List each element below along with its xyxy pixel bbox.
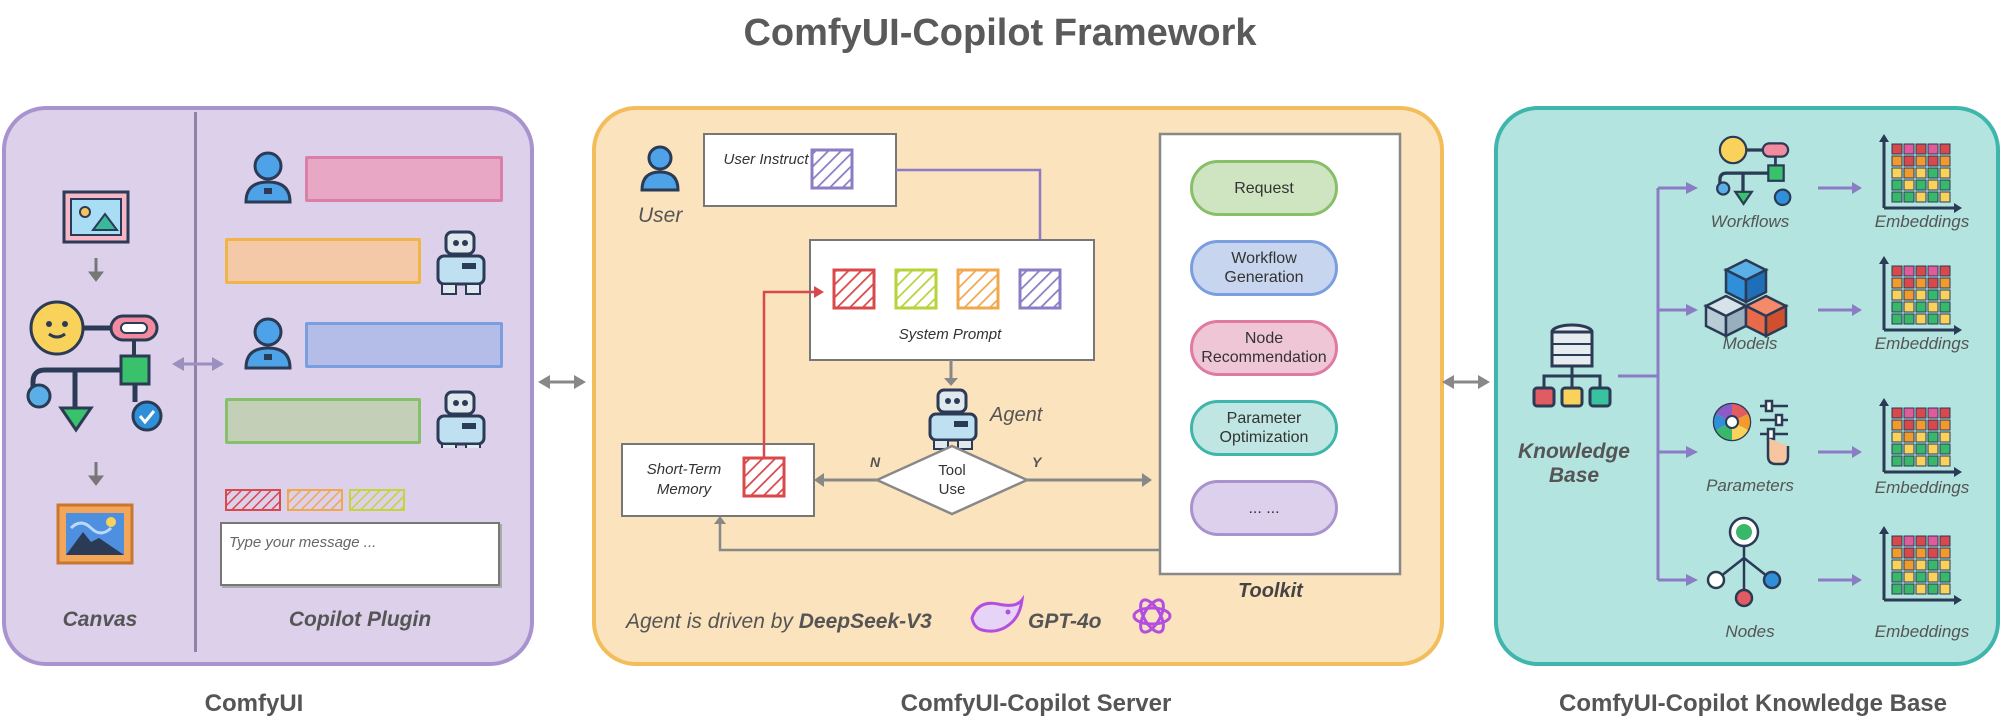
user-icon (244, 317, 292, 370)
branch-no-label: N (870, 454, 881, 470)
chat-avatars (244, 151, 486, 448)
server-caption: ComfyUI-Copilot Server (900, 690, 1172, 717)
embeddings-label: Embeddings (1874, 334, 1970, 353)
robot-icon (436, 230, 486, 295)
canvas-column-graphics (26, 190, 163, 565)
chat-attachment-swatches (225, 489, 405, 511)
database-icon (1532, 323, 1612, 408)
knowledge-base-caption: ComfyUI-Copilot Knowledge Base (1558, 690, 1948, 717)
knowledge-base-graphics (1532, 132, 1964, 608)
copilot-message-bubble (225, 238, 421, 284)
robot-icon (928, 388, 978, 450)
agent-driven-by-text: Agent is driven by DeepSeek-V3 (626, 610, 932, 634)
embeddings-icon (1877, 396, 1964, 479)
cubes-icon (1703, 258, 1789, 339)
openai-logo-icon (1132, 598, 1172, 634)
source-label-workflows: Workflows (1710, 212, 1790, 231)
tool-use-label: Tool Use (938, 462, 966, 498)
server-user-label: User (638, 204, 683, 227)
toolkit-label: Toolkit (1238, 580, 1303, 602)
workflow-graph-icon (26, 300, 163, 433)
copilot-plugin-label: Copilot Plugin (288, 608, 432, 631)
knowledge-base-label: Knowledge Base (1517, 440, 1630, 487)
system-prompt-label: System Prompt (898, 326, 1002, 343)
painting-icon (56, 503, 134, 565)
toolkit-item-label: Request (1234, 179, 1294, 197)
agent-label: Agent (990, 404, 1043, 426)
toolkit-item-label: ... ... (1248, 499, 1280, 517)
user-message-bubble (305, 156, 503, 202)
toolkit-item-request: Request (1190, 160, 1338, 216)
branch-yes-label: Y (1032, 454, 1042, 470)
arrow-down-icon (87, 258, 105, 282)
embeddings-icon (1877, 524, 1964, 607)
arrow-down-icon (87, 462, 105, 486)
comfyui-caption: ComfyUI (204, 690, 304, 717)
embeddings-icon (1877, 132, 1964, 215)
message-input-placeholder: Type your message ... (229, 534, 377, 551)
framework-title: ComfyUI-Copilot Framework (743, 12, 1257, 54)
driven-prefix: Agent is driven by (626, 610, 799, 633)
short-term-memory-label: Short-Term Memory (646, 461, 722, 498)
robot-icon (436, 390, 486, 448)
user-icon (244, 151, 292, 204)
bidirectional-arrow-icon (538, 375, 586, 389)
bidirectional-arrow-icon (1442, 375, 1490, 389)
toolkit-item-label: Workflow Generation (1224, 250, 1304, 286)
workflow-graph-icon (1716, 135, 1792, 207)
bidirectional-arrow-icon (172, 357, 224, 371)
user-icon (640, 145, 680, 192)
comfyui-divider (194, 112, 197, 652)
toolkit-item-parameter-optimization: Parameter Optimization (1190, 400, 1338, 456)
source-label-parameters: Parameters (1706, 476, 1794, 495)
user-message-bubble (305, 322, 503, 368)
parameters-icon (1712, 399, 1790, 466)
canvas-label: Canvas (62, 608, 138, 631)
model-gpt4o: GPT-4o (1028, 610, 1102, 633)
user-instruct-label: User Instruct (723, 151, 809, 168)
source-label-models: Models (1722, 334, 1778, 353)
source-label-nodes: Nodes (1725, 622, 1775, 641)
image-file-icon (62, 190, 130, 244)
toolkit-item-label: Node Recommendation (1201, 330, 1327, 366)
toolkit-item-more: ... ... (1190, 480, 1338, 536)
embeddings-label: Embeddings (1874, 478, 1970, 497)
embeddings-icon (1877, 254, 1964, 337)
toolkit-item-workflow-generation: Workflow Generation (1190, 240, 1338, 296)
copilot-message-bubble (225, 398, 421, 444)
toolkit-item-node-recommendation: Node Recommendation (1190, 320, 1338, 376)
embeddings-label: Embeddings (1874, 212, 1970, 231)
deepseek-logo-icon (970, 594, 1025, 633)
model-deepseek: DeepSeek-V3 (798, 610, 932, 633)
toolkit-item-label: Parameter Optimization (1219, 410, 1309, 446)
message-input[interactable]: Type your message ... (220, 522, 500, 586)
embeddings-label: Embeddings (1874, 622, 1970, 641)
nodes-icon (1706, 516, 1782, 608)
